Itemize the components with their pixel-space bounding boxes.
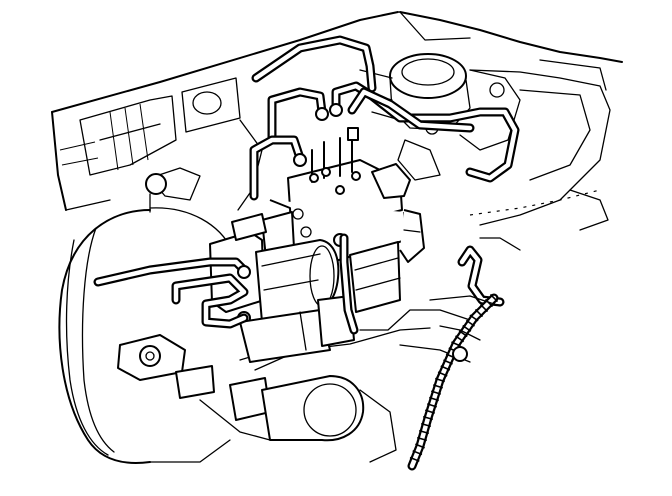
loom-rib	[489, 293, 499, 303]
loom-rib	[415, 443, 425, 449]
loom-rib	[465, 319, 475, 327]
loom-rib	[458, 330, 468, 338]
right-fender-panel	[399, 11, 623, 231]
loom-rib	[479, 303, 489, 313]
loom-rib	[426, 403, 438, 408]
brake-lines	[93, 35, 520, 335]
loom-rib	[462, 324, 472, 332]
loom-rib	[430, 390, 442, 395]
loom-rib	[469, 314, 479, 322]
loom-rib	[440, 365, 451, 371]
brake-booster	[58, 173, 233, 464]
loom-rib	[455, 335, 465, 343]
loom-ribs	[409, 293, 499, 462]
loom-rib	[412, 450, 423, 456]
mounting-bracket	[117, 309, 471, 463]
loom-rib	[474, 308, 484, 318]
loom-rib	[420, 422, 432, 428]
corrugated-wiring-loom	[407, 293, 499, 471]
loom-rib	[428, 396, 440, 402]
loom-rib	[434, 377, 446, 383]
sensor-leads	[429, 237, 521, 341]
loom-rib	[451, 341, 461, 347]
loom-rib	[424, 409, 436, 414]
loom-rib	[422, 415, 434, 421]
loom-rib	[432, 384, 444, 389]
loom-rib	[416, 436, 428, 442]
loom-rib	[418, 429, 430, 435]
loom-rib	[409, 456, 420, 462]
loom-rib	[437, 371, 448, 377]
loom-rib	[443, 359, 453, 365]
